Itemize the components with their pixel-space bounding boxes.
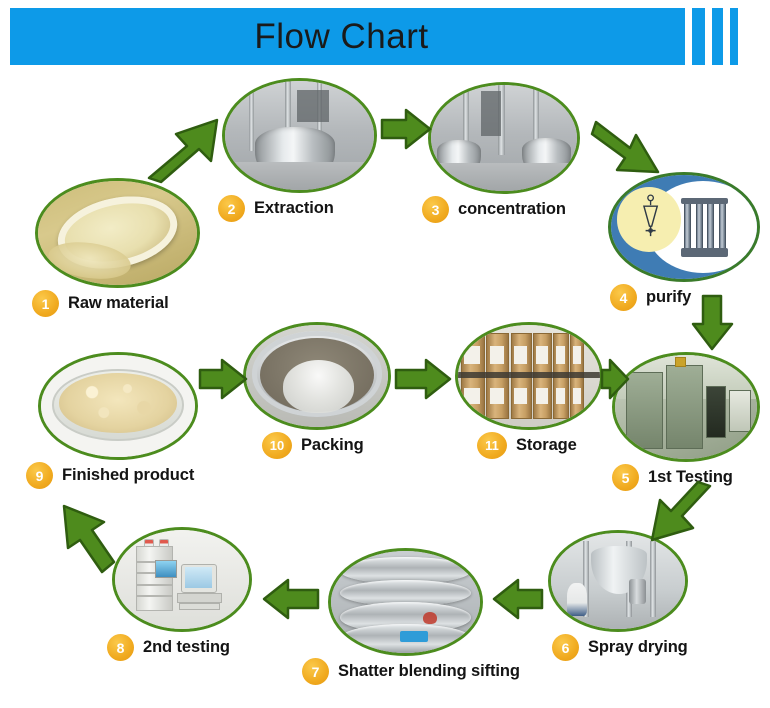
node-label-7: Shatter blending sifting bbox=[338, 662, 520, 680]
node-badge-6: 6 bbox=[552, 634, 579, 661]
node-label-row-shatter-blending-sifting: 7 Shatter blending sifting bbox=[302, 658, 520, 685]
node-label-row-1st-testing: 5 1st Testing bbox=[612, 464, 733, 491]
node-image-1st-testing bbox=[612, 352, 760, 462]
node-badge-8: 8 bbox=[107, 634, 134, 661]
node-label-row-raw-material: 1 Raw material bbox=[32, 290, 169, 317]
header-tick-3 bbox=[730, 8, 738, 65]
node-image-2nd-testing bbox=[112, 527, 252, 632]
node-label-11: Storage bbox=[516, 436, 577, 454]
node-image-extraction bbox=[222, 78, 377, 193]
node-label-6: Spray drying bbox=[588, 638, 688, 656]
node-label-9: Finished product bbox=[62, 466, 195, 484]
node-label-10: Packing bbox=[301, 436, 364, 454]
node-label-row-storage: 11 Storage bbox=[477, 432, 577, 459]
header-bar: Flow Chart bbox=[10, 8, 685, 65]
arrow-1-to-2 bbox=[145, 112, 225, 184]
header: Flow Chart bbox=[0, 8, 770, 65]
node-image-finished-product bbox=[38, 352, 198, 460]
node-label-row-purify: 4 purify bbox=[610, 284, 691, 311]
node-badge-5: 5 bbox=[612, 464, 639, 491]
node-label-row-packing: 10 Packing bbox=[262, 432, 364, 459]
node-label-2: Extraction bbox=[254, 199, 334, 217]
node-badge-3: 3 bbox=[422, 196, 449, 223]
node-label-row-spray-drying: 6 Spray drying bbox=[552, 634, 688, 661]
node-label-4: purify bbox=[646, 288, 692, 306]
arrow-5-to-6 bbox=[648, 480, 718, 546]
separatory-funnel-icon bbox=[642, 194, 659, 236]
arrow-8-to-9 bbox=[58, 494, 128, 574]
node-label-row-concentration: 3 concentration bbox=[422, 196, 566, 223]
arrow-2-to-3 bbox=[380, 108, 432, 152]
arrow-10-to-11 bbox=[394, 358, 454, 402]
node-label-8: 2nd testing bbox=[143, 638, 230, 656]
node-image-concentration bbox=[428, 82, 580, 194]
node-badge-11: 11 bbox=[477, 432, 507, 459]
arrow-3-to-4 bbox=[590, 118, 662, 180]
arrow-11-to-5 bbox=[600, 358, 630, 402]
arrow-4-to-5 bbox=[690, 294, 736, 352]
node-image-storage bbox=[455, 322, 603, 430]
node-label-5: 1st Testing bbox=[648, 468, 733, 486]
node-label-3: concentration bbox=[458, 200, 566, 218]
node-label-row-2nd-testing: 8 2nd testing bbox=[107, 634, 230, 661]
arrow-6-to-7 bbox=[492, 578, 544, 622]
node-badge-7: 7 bbox=[302, 658, 329, 685]
header-tick-2 bbox=[712, 8, 723, 65]
node-image-shatter-blending-sifting bbox=[328, 548, 483, 656]
page-title: Flow Chart bbox=[254, 17, 429, 56]
node-image-spray-drying bbox=[548, 530, 688, 632]
node-image-raw-material bbox=[35, 178, 200, 288]
node-badge-9: 9 bbox=[26, 462, 53, 489]
node-label-row-extraction: 2 Extraction bbox=[218, 195, 334, 222]
node-image-packing bbox=[243, 322, 391, 430]
header-tick-1 bbox=[692, 8, 705, 65]
node-image-purify bbox=[608, 172, 760, 282]
node-badge-1: 1 bbox=[32, 290, 59, 317]
node-badge-10: 10 bbox=[262, 432, 292, 459]
node-label-1: Raw material bbox=[68, 294, 169, 312]
arrow-9-to-10 bbox=[198, 358, 248, 402]
node-label-row-finished-product: 9 Finished product bbox=[26, 462, 194, 489]
arrow-7-to-8 bbox=[262, 578, 320, 622]
node-badge-2: 2 bbox=[218, 195, 245, 222]
node-badge-4: 4 bbox=[610, 284, 637, 311]
